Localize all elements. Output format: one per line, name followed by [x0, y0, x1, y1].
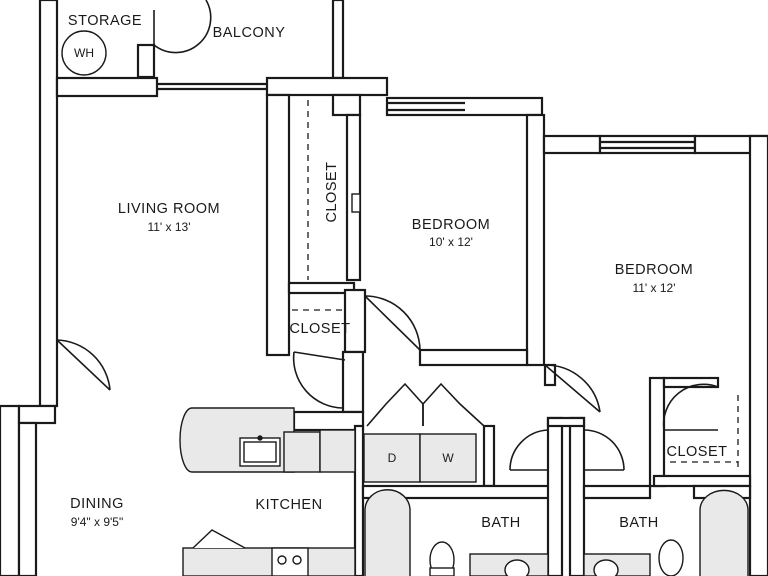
closet-bedroom-2-label: CLOSET: [666, 444, 727, 460]
kitchen-counter: [319, 429, 356, 473]
dryer-label: D: [388, 451, 397, 465]
bath-2-label: BATH: [619, 515, 659, 531]
stove: [271, 547, 309, 576]
room-labels: STORAGE WH BALCONY LIVING ROOM 11' x 13'…: [68, 13, 727, 531]
bedroom-1-dimensions: 10' x 12': [429, 235, 473, 249]
storage-label: STORAGE: [68, 13, 142, 29]
closet-hall-label: CLOSET: [289, 321, 350, 337]
balcony-label: BALCONY: [213, 25, 286, 41]
bath-1-label: BATH: [481, 515, 521, 531]
dishwasher: [283, 431, 321, 473]
water-heater-label: WH: [74, 46, 94, 60]
closet-living-label: CLOSET: [324, 161, 340, 222]
bedroom-1-label: BEDROOM: [412, 217, 490, 233]
fixtures: [61, 30, 749, 576]
washer-icon: [419, 433, 477, 483]
bathtub-icon: [364, 489, 411, 576]
dryer-icon: [363, 433, 421, 483]
bedroom-2-dimensions: 11' x 12': [632, 281, 675, 295]
closet-rods: [292, 100, 739, 470]
closet-doors-slider: [351, 193, 361, 213]
bedroom-2-label: BEDROOM: [615, 262, 693, 278]
living-room-label: LIVING ROOM: [118, 201, 220, 217]
toilet-icon: [658, 539, 684, 576]
doors: [56, 0, 719, 471]
kitchen-label: KITCHEN: [255, 497, 322, 513]
bathtub-icon: [699, 489, 749, 576]
washer-label: W: [442, 451, 454, 465]
water-heater-icon: [61, 30, 107, 76]
living-room-dimensions: 11' x 13': [147, 220, 190, 234]
dining-dimensions: 9'4" x 9'5": [71, 515, 123, 529]
dining-label: DINING: [70, 496, 124, 512]
